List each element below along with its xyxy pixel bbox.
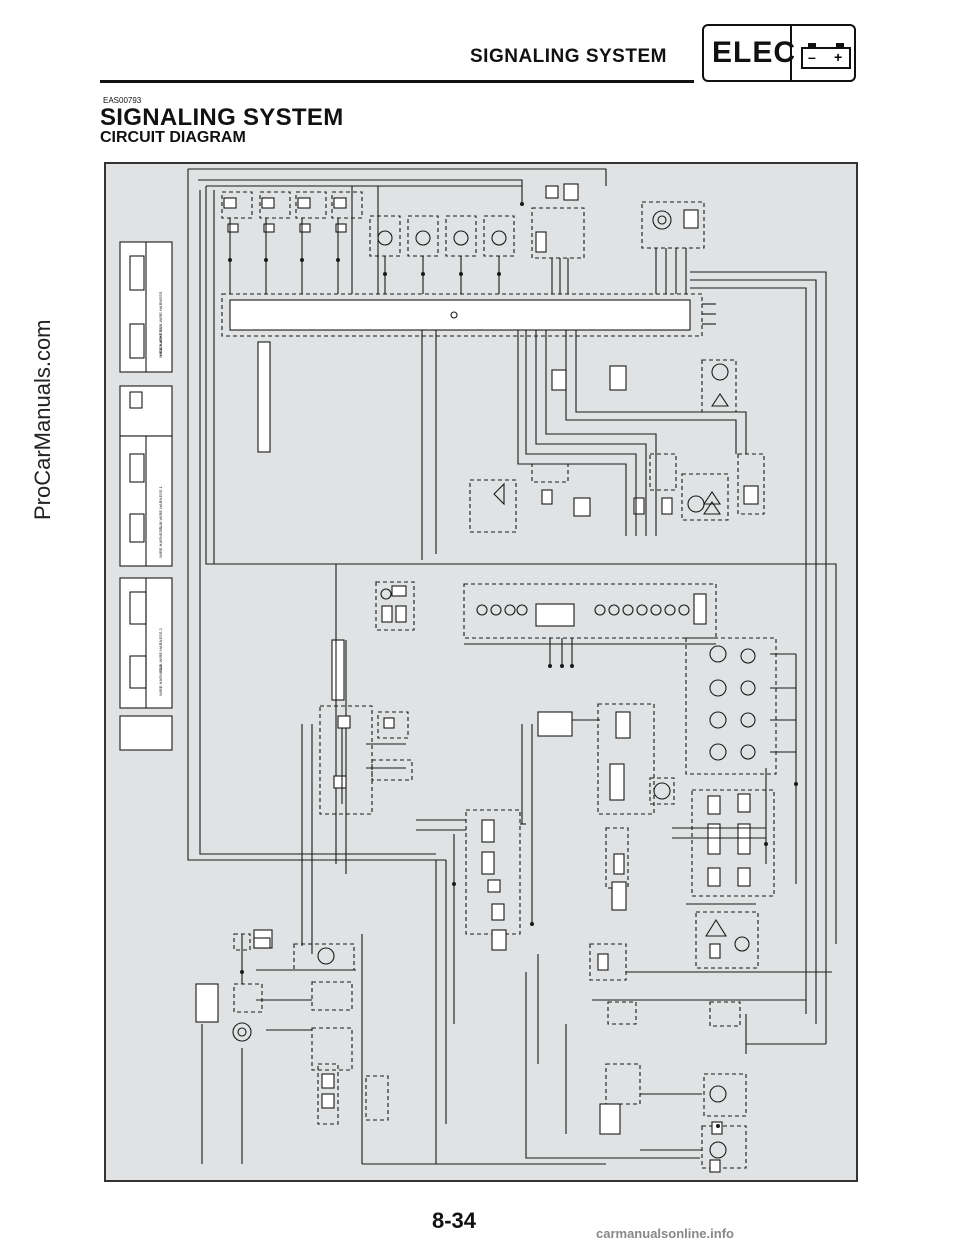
page-subheading: CIRCUIT DIAGRAM (100, 129, 246, 146)
battery-plus-sign: + (834, 49, 842, 65)
badge-divider (790, 26, 792, 80)
wiring-schematic (119, 168, 837, 1173)
section-title: SIGNALING SYSTEM (470, 46, 667, 67)
connector-label-5: WIRE HARNESS (158, 665, 163, 696)
connector-label-6: WIRE HARNESS (158, 327, 163, 358)
footer-source: carmanualsonline.info (596, 1226, 734, 1241)
elec-badge-label: ELEC (712, 36, 797, 69)
battery-icon: – + (801, 43, 851, 69)
header-rule (100, 80, 694, 83)
battery-minus-sign: – (808, 49, 816, 65)
page-number: 8-34 (432, 1208, 477, 1233)
section-code: EAS00793 (103, 96, 142, 105)
circuit-diagram: HEADLIGHT SUB-WIRE HARNESS SUB-WIRE HARN… (104, 162, 858, 1182)
page-heading: SIGNALING SYSTEM (100, 104, 344, 131)
elec-badge: ELEC – + (702, 24, 856, 82)
connector-label-4: WIRE HARNESS (158, 527, 163, 558)
watermark: ProCarManuals.com (30, 319, 55, 520)
